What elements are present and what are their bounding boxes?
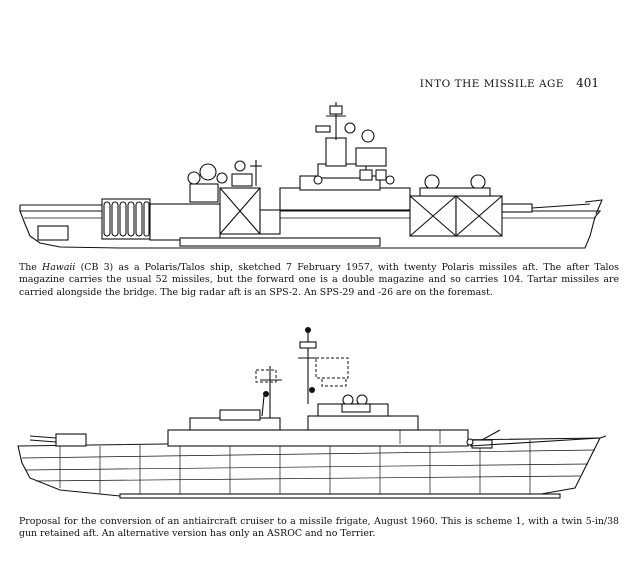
frigate-ship-svg <box>17 327 607 499</box>
fwd-radar-dashed <box>315 357 349 379</box>
masthead-light <box>305 327 311 333</box>
forecastle-line <box>469 437 601 447</box>
aft-talos-magazine <box>149 203 221 241</box>
sps2-radar-dish <box>199 163 217 181</box>
midships-superstructure <box>279 187 411 211</box>
aft-director-2 <box>216 172 228 184</box>
running-title: INTO THE MISSILE AGE <box>419 78 565 90</box>
tartar-launcher-1 <box>313 175 323 185</box>
page-number: 401 <box>576 76 599 90</box>
sps29-antenna <box>329 105 343 115</box>
page-header: INTO THE MISSILE AGE 401 <box>420 76 599 90</box>
keel <box>119 493 561 499</box>
sps26-antenna <box>315 125 331 133</box>
mast-yard <box>299 341 317 349</box>
terrier-launcher <box>471 439 493 449</box>
ship-name-italic: Hawaii <box>42 262 76 273</box>
belt-armor <box>179 237 381 247</box>
figure1-caption: The Hawaii (CB 3) as a Polaris/Talos shi… <box>19 262 619 299</box>
tartar-launcher-2 <box>385 175 395 185</box>
hull-strake-3 <box>35 475 581 482</box>
fwd-director <box>361 129 375 143</box>
forward-deckhouse <box>307 415 419 431</box>
aft-director-1 <box>187 171 201 185</box>
hawaii-ship-svg <box>19 102 603 249</box>
caption1-post: (CB 3) as a Polaris/Talos ship, sketched… <box>19 262 619 298</box>
talos-director-1 <box>424 174 440 190</box>
hull-strake-1 <box>21 449 596 459</box>
polaris-missile-battery <box>101 198 151 240</box>
hull-strake-2 <box>25 463 589 471</box>
bow-stem <box>599 435 607 439</box>
forecastle <box>531 203 591 209</box>
bow-stem <box>584 199 603 215</box>
twin-5in38-mount <box>55 433 87 447</box>
main-deckhouse <box>167 429 469 447</box>
bridge <box>355 147 387 167</box>
caption1-pre: The <box>19 262 43 273</box>
aft-deckhouse <box>189 183 219 203</box>
aft-radar-dashed <box>255 369 277 383</box>
missile-frigate-proposal-drawing <box>0 318 639 508</box>
hull-frames <box>59 440 531 496</box>
figure2-caption: Proposal for the conversion of an antiai… <box>19 516 619 540</box>
hawaii-profile-drawing <box>0 96 639 261</box>
stern-block <box>37 225 69 241</box>
talos-director-2 <box>470 174 486 190</box>
forward-tower <box>325 137 347 167</box>
